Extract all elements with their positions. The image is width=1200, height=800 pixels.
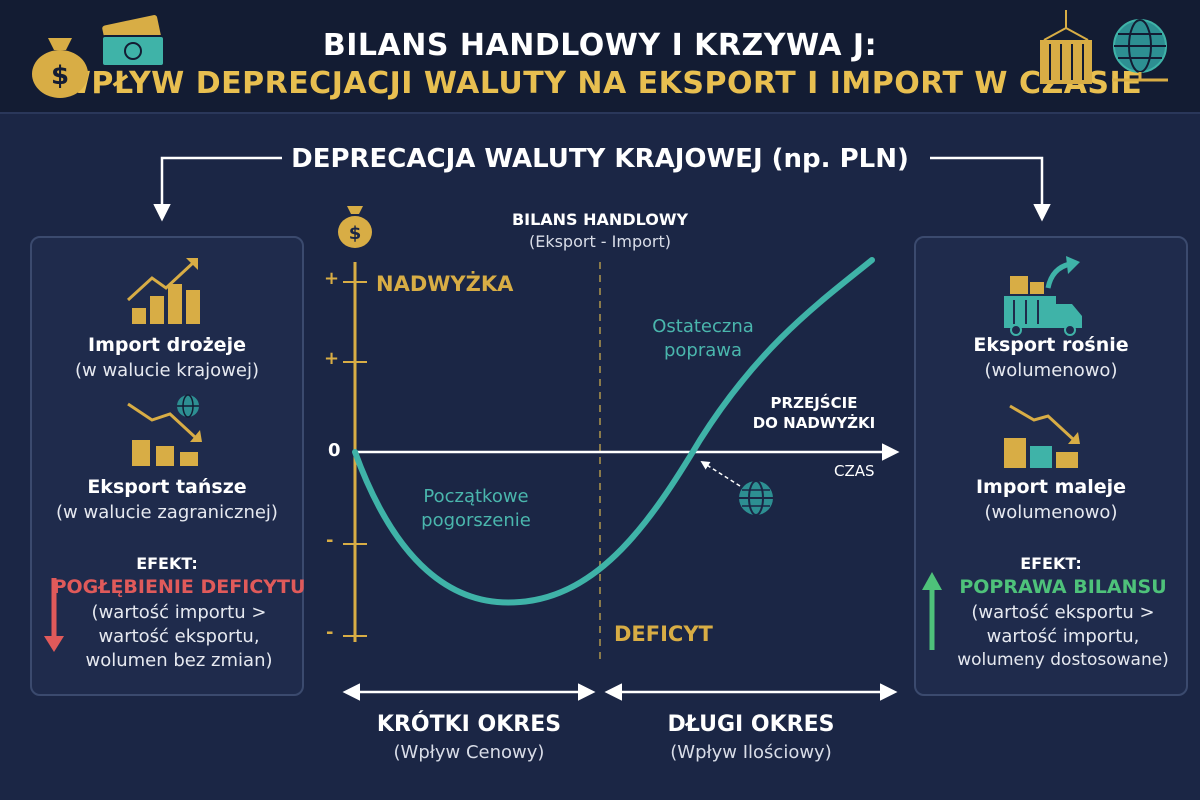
tick-minus-bottom: - [326,622,334,643]
right-effect-label: EFEKT: [1020,554,1082,573]
short-period-note: (Wpływ Cenowy) [393,742,545,763]
transition-label-2: DO NADWYŻKI [752,414,876,432]
subtitle: DEPRECACJA WALUTY KRAJOWEJ (np. PLN) [291,144,909,174]
right-effect-note-2: wartość importu, [986,626,1140,647]
left-item2-note: (w walucie zagranicznej) [56,502,278,523]
left-effect-title: POGŁĘBIENIE DEFICYTU [52,576,306,598]
final-improvement-label-1: Ostateczna [652,316,754,337]
left-item1-title: Import drożeje [88,334,246,356]
left-item1-note: (w walucie krajowej) [74,360,259,381]
initial-worsening-label-1: Początkowe [423,486,529,507]
cash-icon [101,15,165,67]
tick-minus-mid: - [326,530,334,551]
right-item1-note: (wolumenowo) [984,360,1118,381]
zero-label: 0 [328,440,341,461]
arrow-down-red-icon [44,578,64,652]
initial-worsening-label-2: pogorszenie [421,510,531,531]
subtitle-connector-left [153,156,282,222]
short-period-title: KRÓTKI OKRES [376,712,562,737]
title-line-1: BILANS HANDLOWY I KRZYWA J: [322,28,878,63]
tick-plus-mid: + [324,348,340,369]
deficit-label: DEFICYT [614,622,713,646]
right-effect-title: POPRAWA BILANSU [959,576,1167,598]
left-effect-note-3: wolumen bez zmian) [85,650,273,671]
globe-icon [1112,19,1168,82]
left-effect-note-1: (wartość importu > [91,602,267,623]
chart-down-icon [1004,404,1080,468]
chart-money-bag-icon: $ [338,206,372,248]
final-improvement-label-2: poprawa [663,340,743,361]
globe-icon [739,480,773,516]
header-band [0,0,1200,114]
svg-text:$: $ [349,223,362,244]
right-item1-title: Eksport rośnie [973,334,1129,356]
subtitle-connector-right [930,156,1051,222]
truck-icon [1004,256,1082,336]
surplus-label: NADWYŻKA [376,272,514,296]
svg-text:$: $ [51,61,69,91]
j-curve [352,257,875,606]
long-period-note: (Wpływ Ilościowy) [670,742,832,763]
x-axis-label: CZAS [834,462,875,480]
long-period-title: DŁUGI OKRES [667,712,835,737]
globe-icon [177,394,199,418]
y-axis-title: BILANS HANDLOWY [511,210,689,229]
left-item2-title: Eksport tańsze [87,476,247,498]
shipping-container-icon [1040,10,1092,84]
left-effect-note-2: wartość eksportu, [98,626,260,647]
arrow-up-green-icon [922,572,942,650]
title-line-2: WPŁYW DEPRECJACJI WALUTY NA EKSPORT I IM… [57,66,1143,101]
right-effect-note-3: wolumeny dostosowane) [957,650,1169,670]
tick-plus-top: + [324,268,340,289]
right-item2-title: Import maleje [975,476,1126,498]
right-item2-note: (wolumenowo) [984,502,1118,523]
right-effect-note-1: (wartość eksportu > [971,602,1155,623]
transition-label-1: PRZEJŚCIE [770,394,858,412]
y-axis-ticks [343,281,367,637]
y-axis-subtitle: (Eksport - Import) [528,232,672,251]
chart-down-icon [127,402,202,466]
crossing-pointer [700,461,741,487]
money-bag-icon: $ [32,38,88,98]
left-effect-label: EFEKT: [136,554,198,573]
chart-up-icon [126,258,200,324]
